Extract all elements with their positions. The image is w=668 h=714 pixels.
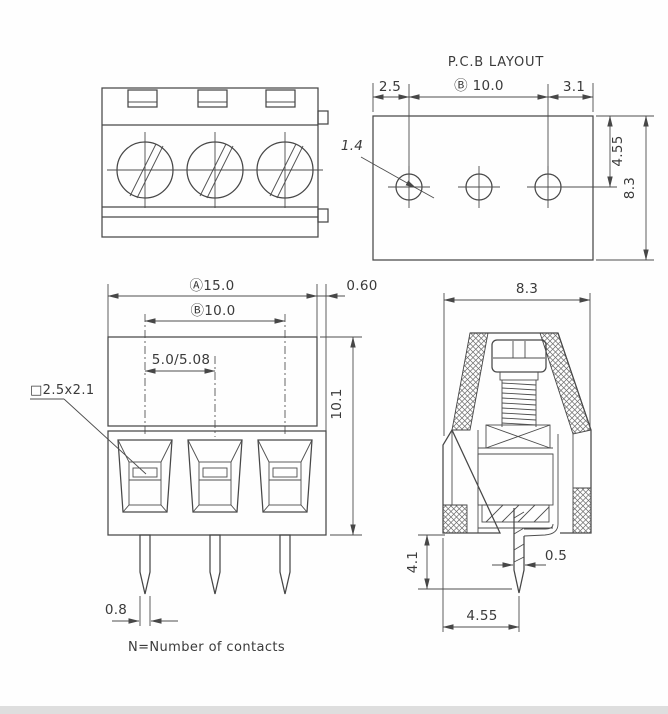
housing-left-wall (451, 332, 489, 431)
pcb-layout-view: P.C.B LAYOUT 2.5 Ⓑ 10.0 3.1 1.4 4.55 8.3 (341, 55, 654, 261)
dim-side-pin-position: 4.55 (466, 608, 497, 624)
dim-front-pin-width: 0.8 (105, 602, 127, 618)
top-view (101, 87, 329, 238)
scan-edge-strip (0, 706, 668, 714)
clamp-screw-section (491, 339, 547, 427)
dim-pcb-right-margin: 3.1 (563, 79, 585, 95)
side-tabs (317, 110, 329, 223)
housing-left-base (442, 504, 468, 534)
dim-pcb-hole-diameter: 1.4 (341, 138, 363, 154)
pcb-layout-title: P.C.B LAYOUT (448, 55, 544, 70)
dim-pcb-left-margin: 2.5 (379, 79, 401, 95)
dim-front-edge-offset: 0.60 (346, 278, 377, 294)
dim-side-pin-thickness: 0.5 (545, 548, 567, 564)
dim-pcb-hole-offset: 4.55 (610, 135, 626, 166)
housing-right-wall (539, 332, 592, 435)
dim-side-body-depth: 8.3 (516, 281, 538, 297)
dim-front-body-height: 10.1 (329, 388, 345, 419)
side-section-view: 8.3 (405, 281, 592, 632)
dim-pcb-board-height: 8.3 (622, 177, 638, 199)
front-view: Ⓐ15.0 0.60 Ⓑ10.0 5.0/5.08 □2.5x2.1 10.1 (30, 278, 377, 626)
dim-side-pin-length: 4.1 (405, 551, 421, 573)
screw-threads (501, 382, 537, 426)
wire-clamp-section (477, 424, 554, 529)
dim-pcb-hole-pitch: Ⓑ 10.0 (454, 78, 504, 94)
dim-front-pitch: 5.0/5.08 (152, 352, 210, 368)
footnote-text: N=Number of contacts (128, 640, 285, 655)
solder-pin-section (513, 508, 559, 594)
top-notches (127, 89, 296, 108)
dim-front-wire-opening: □2.5x2.1 (30, 383, 95, 398)
dim-front-outer-pitch: Ⓑ10.0 (190, 303, 235, 319)
housing-right-base (572, 487, 592, 534)
dim-front-overall-width: Ⓐ15.0 (189, 278, 234, 294)
